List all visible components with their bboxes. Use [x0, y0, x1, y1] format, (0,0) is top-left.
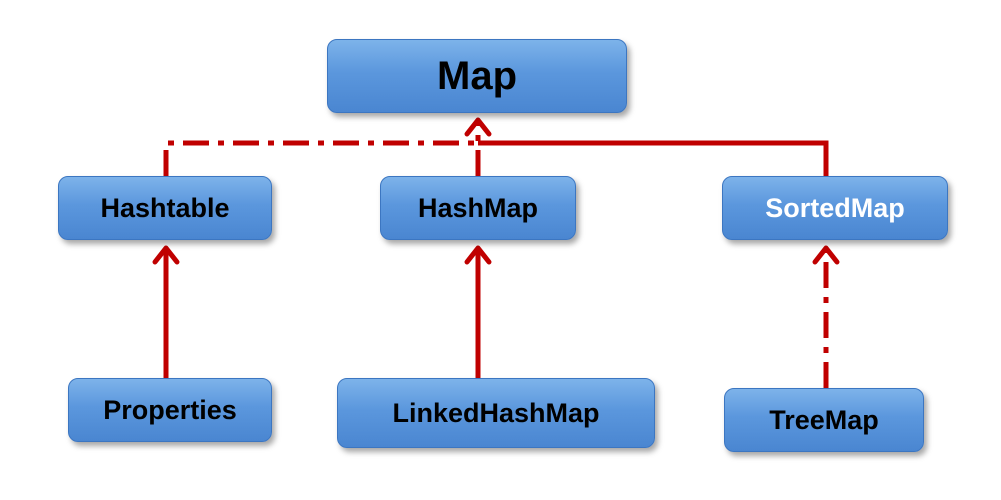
sortedmap-label: SortedMap [765, 192, 905, 223]
sortedmap-node: SortedMap [722, 176, 948, 240]
edge-sortedmap-to-map [478, 140, 829, 176]
hashmap-label: HashMap [417, 192, 539, 223]
map-node: Map [327, 39, 627, 113]
linkedhashmap-label: LinkedHashMap [392, 397, 600, 428]
arrowhead-map [464, 117, 492, 137]
hashmap-node: HashMap [380, 176, 576, 240]
treemap-node: TreeMap [724, 388, 924, 452]
edge-hashtable-to-map [163, 140, 478, 176]
treemap-label: TreeMap [769, 404, 879, 435]
arrowhead-hashmap [464, 245, 492, 265]
arrowhead-sortedmap [812, 245, 840, 265]
arrowhead-hashtable [152, 245, 180, 265]
properties-node: Properties [68, 378, 272, 442]
properties-label: Properties [103, 394, 237, 425]
hashtable-node: Hashtable [58, 176, 272, 240]
hashtable-label: Hashtable [100, 192, 230, 223]
linkedhashmap-node: LinkedHashMap [337, 378, 655, 448]
map-label: Map [437, 54, 517, 98]
